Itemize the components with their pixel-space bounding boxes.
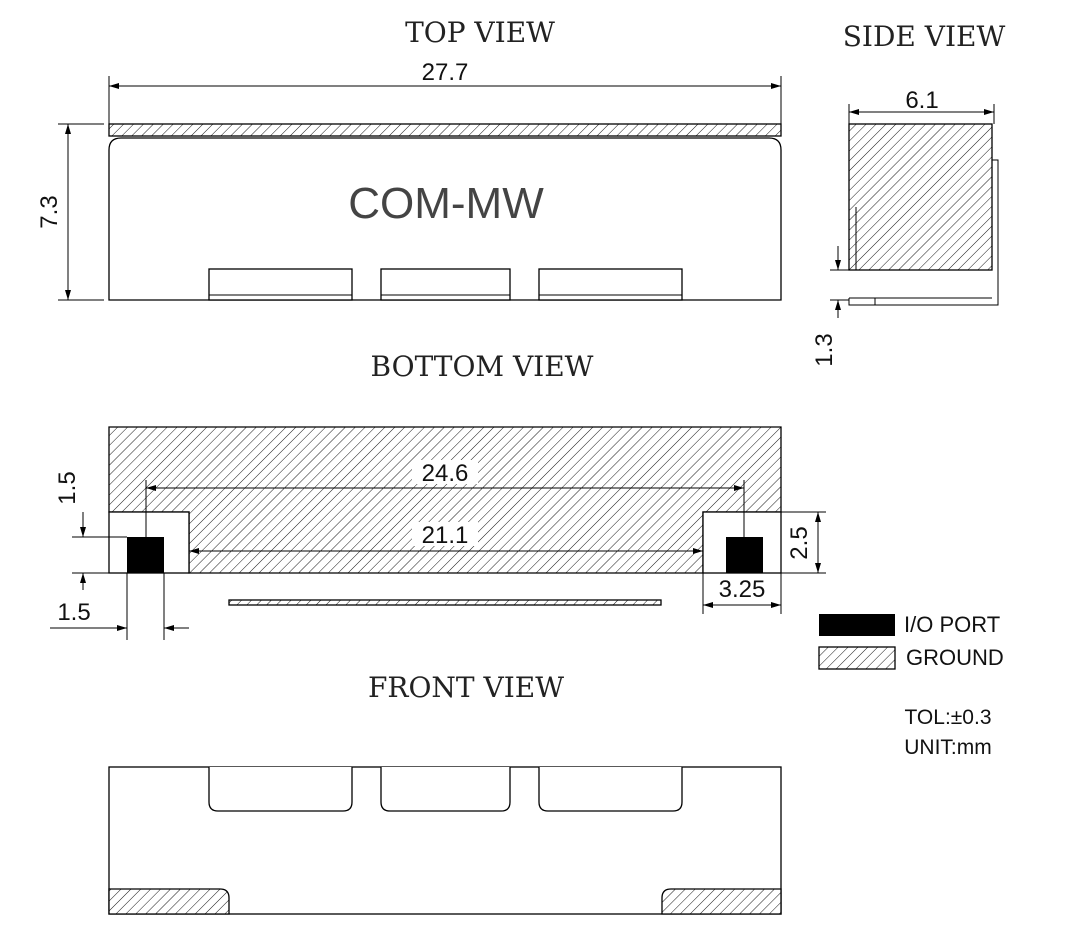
top-ground-strip: [108, 123, 782, 137]
label-mask: [412, 460, 478, 484]
bottom-view: BOTTOM VIEW 24.6 21.1 1.5: [50, 350, 826, 640]
dim-arrow: [80, 573, 86, 583]
unit-note: UNIT:mm: [904, 736, 992, 759]
io-port-right: [726, 537, 763, 573]
label-mask: [412, 522, 478, 546]
dim-arrow: [189, 548, 199, 554]
dim-arrow: [65, 124, 71, 134]
front-ground-foot-left: [108, 888, 230, 915]
io-port-left: [127, 537, 164, 573]
front-slot-middle: [380, 767, 511, 812]
side-body: [848, 123, 993, 271]
dim-arrow: [771, 83, 781, 89]
dim-arrow: [984, 109, 994, 115]
port-width-label: 1.5: [57, 599, 90, 626]
dim-arrow: [849, 109, 859, 115]
side-terminal: [848, 159, 999, 306]
port-span-inner-label: 21.1: [422, 522, 469, 549]
legend: I/O PORT GROUND TOL:±0.3 UNIT:mm: [818, 612, 1004, 759]
top-length-label: 27.7: [422, 59, 469, 86]
brand-label: COM-MW: [348, 179, 544, 228]
bottom-ground-strip: [228, 599, 662, 606]
legend-io-port-label: I/O PORT: [904, 612, 1000, 637]
side-view-title: SIDE VIEW: [843, 20, 1006, 53]
dim-arrow: [815, 563, 821, 573]
top-body: [108, 137, 782, 301]
top-view: TOP VIEW 27.7 COM-MW 7.3: [36, 16, 782, 301]
dim-arrow: [835, 260, 841, 270]
side-view: SIDE VIEW 6.1 1.3: [811, 20, 1005, 367]
front-ground-foot-right: [661, 888, 782, 915]
dim-arrow: [771, 602, 781, 608]
tolerance-note: TOL:±0.3: [904, 706, 991, 729]
dim-arrow: [734, 485, 744, 491]
pad-height-label: 2.5: [786, 526, 813, 559]
dim-arrow: [109, 83, 119, 89]
port-offset-label: 1.5: [54, 471, 81, 504]
bottom-view-title: BOTTOM VIEW: [371, 350, 594, 383]
top-view-title: TOP VIEW: [405, 16, 555, 49]
top-height-label: 7.3: [36, 195, 63, 228]
front-slot-left: [208, 767, 353, 812]
dim-arrow: [80, 527, 86, 537]
dim-arrow: [703, 602, 713, 608]
front-slot-right: [538, 767, 683, 812]
dim-arrow: [835, 300, 841, 310]
dim-arrow: [65, 290, 71, 300]
side-width-label: 6.1: [905, 87, 938, 114]
side-step-label: 1.3: [811, 333, 838, 366]
dim-arrow: [815, 512, 821, 522]
front-view: FRONT VIEW: [108, 671, 782, 915]
dim-arrow: [693, 548, 703, 554]
pad-width-label: 3.25: [719, 576, 766, 603]
front-view-title: FRONT VIEW: [368, 671, 564, 704]
legend-ground-swatch: [818, 646, 896, 670]
dim-arrow: [146, 485, 156, 491]
dim-arrow: [117, 625, 127, 631]
dim-arrow: [164, 625, 174, 631]
legend-ground-label: GROUND: [906, 645, 1004, 670]
port-span-outer-label: 24.6: [422, 460, 469, 487]
legend-io-port-swatch: [819, 614, 895, 636]
